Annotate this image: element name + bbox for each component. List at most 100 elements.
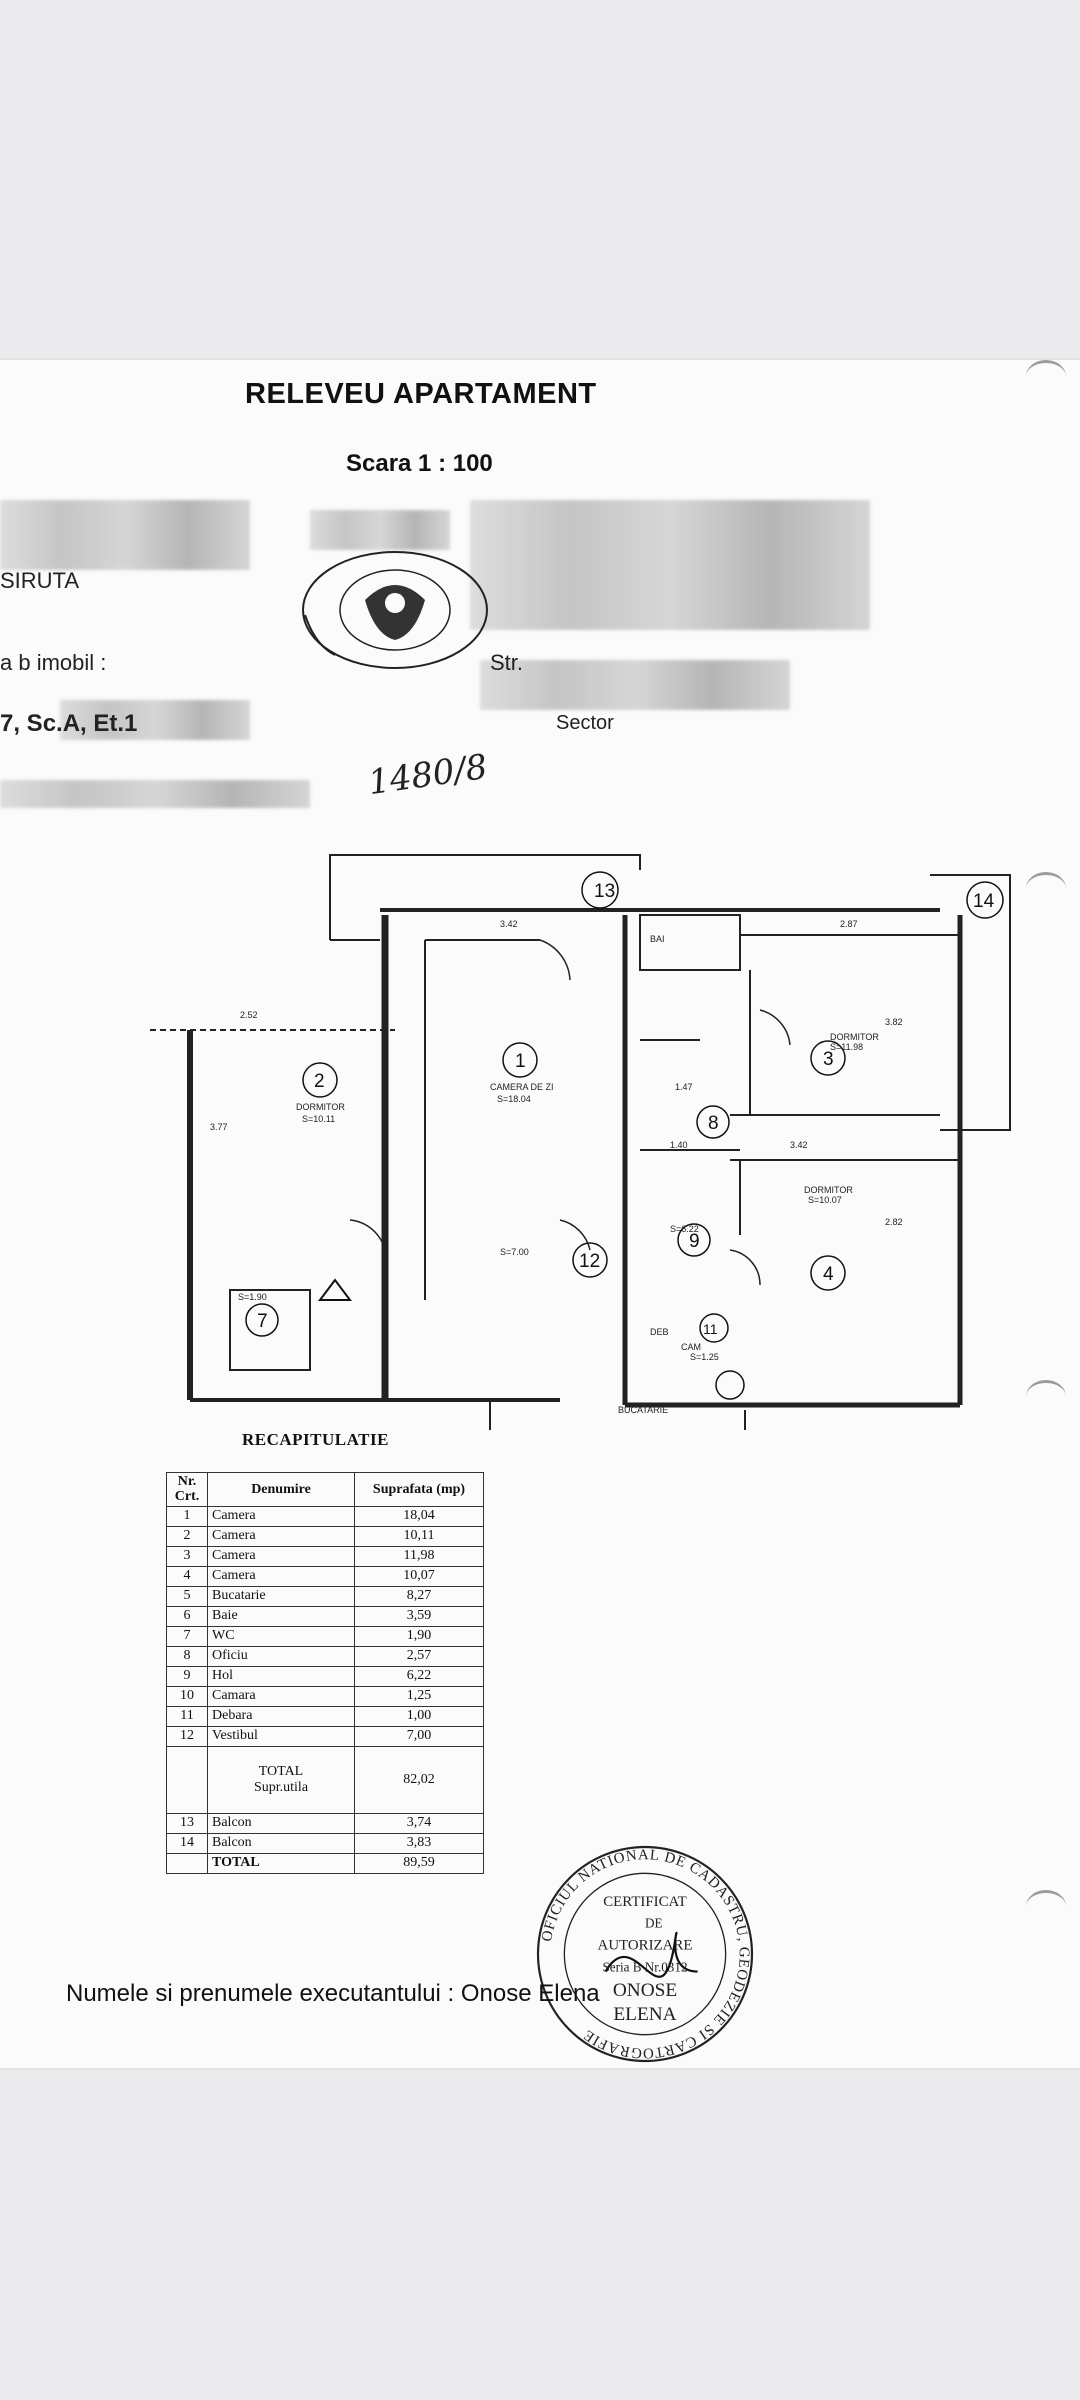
cell-suprafata: 11,98 [354, 1545, 484, 1567]
header-fragment-imobil: a b imobil : [0, 650, 107, 675]
room-label: DEB [650, 1327, 669, 1337]
handwritten-note: 1480/8 [365, 746, 490, 804]
svg-text:OFICIUL NATIONAL DE CADASTRU,: OFICIUL NATIONAL DE CADASTRU, GEODEZIE S… [539, 1847, 752, 2061]
cell-nr: 5 [166, 1585, 208, 1607]
redacted-block [0, 500, 250, 570]
dimension-label: 3.42 [500, 919, 518, 929]
cell-denumire: Camera [207, 1525, 355, 1547]
cell-nr [166, 1852, 208, 1874]
room-number: 13 [594, 881, 615, 902]
room-number: 1 [515, 1051, 526, 1072]
room-number: 4 [823, 1264, 834, 1285]
redacted-block [480, 660, 790, 710]
cell-denumire: Baie [207, 1605, 355, 1627]
cell-suprafata: 3,59 [354, 1605, 484, 1627]
header-fragment-siruta: SIRUTA [0, 568, 80, 593]
cell-denumire: Bucatarie [207, 1585, 355, 1607]
cell-nr: 6 [166, 1605, 208, 1627]
cell-nr: 14 [166, 1832, 208, 1854]
cell-nr: 13 [166, 1812, 208, 1834]
cell-denumire: WC [207, 1625, 355, 1647]
cell-denumire: Debara [207, 1705, 355, 1727]
stamp-line: CERTIFICAT [603, 1894, 687, 1910]
cell-suprafata: 8,27 [354, 1585, 484, 1607]
recap-title: RECAPITULATIE [242, 1430, 389, 1449]
room-label: BAI [650, 934, 665, 944]
punch-hole [1026, 1890, 1066, 1923]
top-stamp-logo [302, 551, 488, 669]
cell-suprafata: 6,22 [354, 1665, 484, 1687]
room-label: CAM [681, 1342, 701, 1352]
dimension-label: 1.40 [670, 1140, 688, 1150]
room-area: S=1.25 [690, 1352, 719, 1362]
room-area: S=1.90 [238, 1292, 267, 1302]
room-area: S=11.98 [830, 1042, 863, 1052]
stamp-line: ELENA [613, 2004, 676, 2025]
room-area: S=18.04 [497, 1094, 531, 1104]
room-number: 14 [973, 891, 995, 912]
certification-stamp: OFICIUL NATIONAL DE CADASTRU, GEODEZIE S… [536, 1845, 754, 2063]
stamp-line: AUTORIZARE [598, 1938, 693, 1954]
col-denumire: Denumire [207, 1472, 355, 1507]
room-number: 2 [314, 1071, 325, 1092]
executant-line: Numele si prenumele executantului : Onos… [66, 1980, 600, 2008]
cell-nr: 2 [166, 1525, 208, 1547]
redacted-block [60, 700, 250, 740]
room-number: 12 [579, 1251, 600, 1272]
document-title: RELEVEU APARTAMENT [245, 378, 597, 410]
punch-hole [1026, 872, 1066, 905]
cell-suprafata: 82,02 [354, 1745, 484, 1814]
punch-hole [1026, 1380, 1066, 1413]
col-nr: Nr. Crt. [166, 1472, 208, 1507]
cell-nr: 1 [166, 1505, 208, 1527]
cell-suprafata: 1,90 [354, 1625, 484, 1647]
cell-denumire: Camera [207, 1505, 355, 1527]
cell-denumire: Balcon [207, 1812, 355, 1834]
cell-denumire: Hol [207, 1665, 355, 1687]
cell-nr: 4 [166, 1565, 208, 1587]
room-label: DORMITOR [804, 1185, 853, 1195]
room-number-circles [245, 871, 1004, 1400]
cell-nr: 12 [166, 1725, 208, 1747]
document-scale: Scara 1 : 100 [346, 450, 493, 477]
executant-name: Onose Elena [460, 1980, 600, 2007]
stamp-line: Seria B Nr.0312 [602, 1960, 687, 1975]
cell-denumire: Balcon [207, 1832, 355, 1854]
total-label: TOTAL [258, 1763, 304, 1779]
cell-denumire: Camera [207, 1545, 355, 1567]
cell-denumire: Vestibul [207, 1725, 355, 1747]
dimension-label: 2.52 [240, 1010, 258, 1020]
cell-denumire: Oficiu [207, 1645, 355, 1667]
header-fragment-street: Str. [490, 650, 524, 675]
room-label: DORMITOR [296, 1102, 345, 1112]
executant-label: Numele si prenumele executantului : [66, 1980, 455, 2007]
room-area: S=6.22 [670, 1224, 699, 1234]
cell-suprafata: 89,59 [354, 1852, 484, 1874]
cell-suprafata: 10,11 [354, 1525, 484, 1547]
cell-denumire: Camara [207, 1685, 355, 1707]
room-number: 8 [708, 1113, 719, 1134]
cell-suprafata: 3,83 [354, 1832, 484, 1854]
room-label: BUCATARIE [618, 1405, 668, 1415]
floor-plan: 13 14 1 2 3 8 9 12 4 7 11 5 CAMERA DE ZI… [150, 854, 1011, 1430]
dimension-label: 2.82 [885, 1217, 903, 1227]
dimension-label: 3.77 [210, 1122, 228, 1132]
room-area: S=7.00 [500, 1247, 529, 1257]
room-area: S=10.11 [302, 1114, 335, 1124]
cell-suprafata: 10,07 [354, 1565, 484, 1587]
header-fragment-address: 7, Sc.A, Et.1 [0, 710, 138, 737]
cell-suprafata: 1,00 [354, 1705, 484, 1727]
cell-suprafata: 2,57 [354, 1645, 484, 1667]
cell-nr: 7 [166, 1625, 208, 1647]
stamp-line: ONOSE [613, 1980, 677, 2001]
